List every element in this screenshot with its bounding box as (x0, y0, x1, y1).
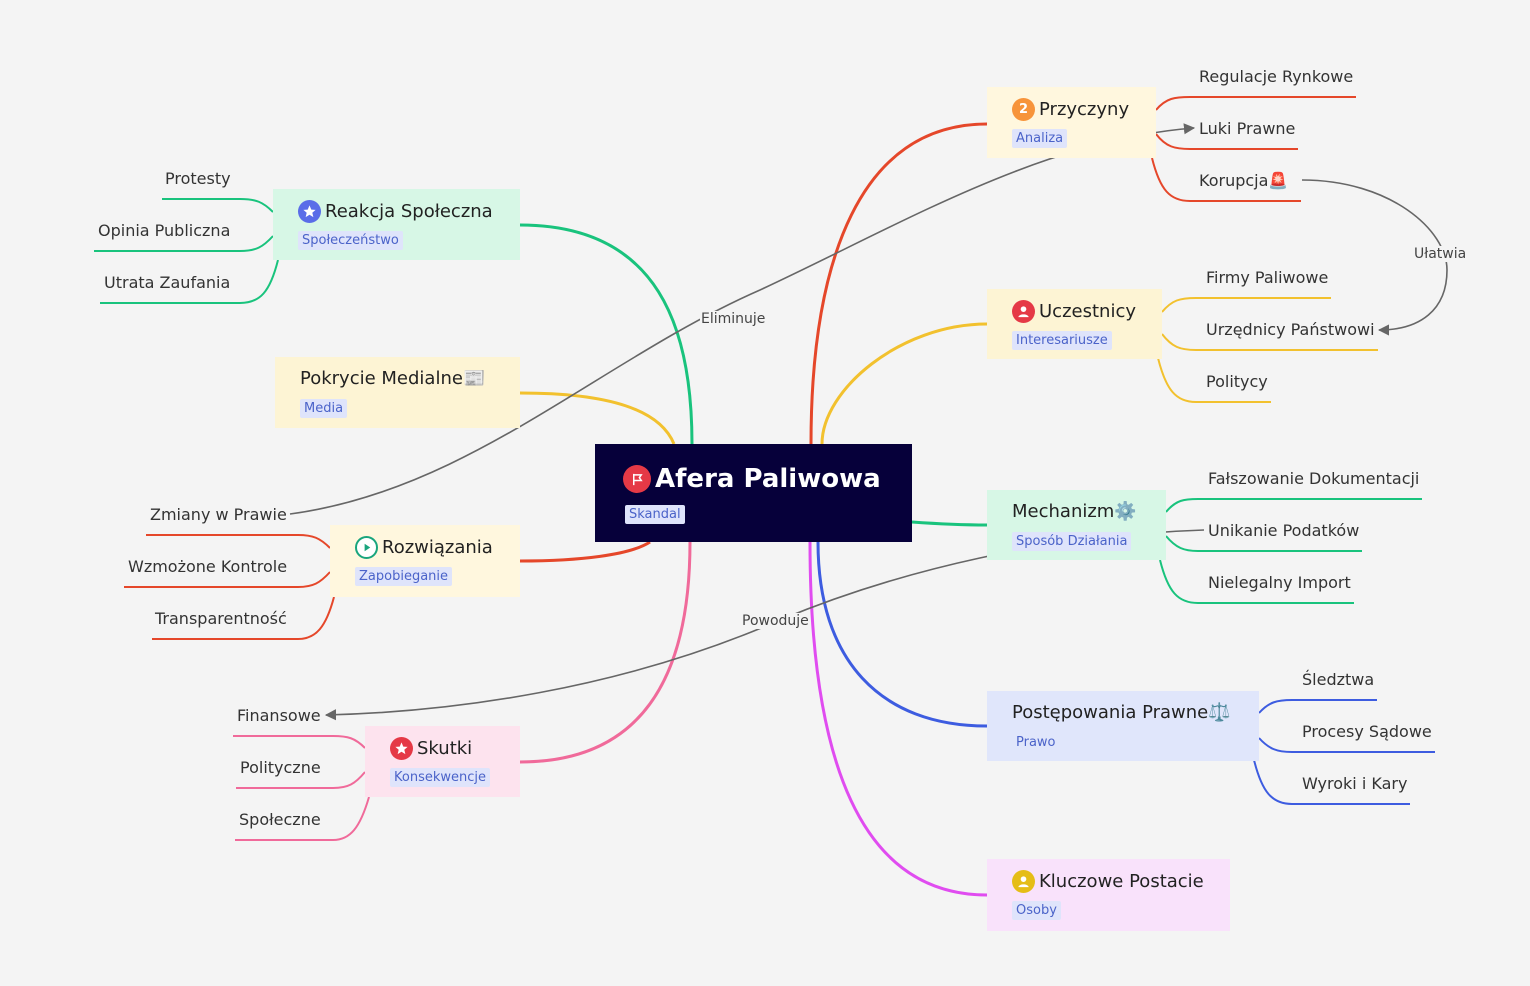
person-icon (1012, 300, 1035, 323)
number-2-icon: 2 (1012, 98, 1035, 121)
relation-eliminuje (289, 123, 1196, 515)
edge-root-przyczyny (809, 122, 988, 445)
root-node[interactable]: Afera Paliwowa Skandal (595, 444, 912, 542)
person-icon (1012, 870, 1035, 893)
edge-root-reakcja (519, 223, 694, 445)
flag-icon (623, 465, 651, 493)
edge-root-pokrycie (519, 391, 676, 445)
branch-przyczyny[interactable]: 2 Przyczyny Analiza (987, 87, 1156, 158)
leaf-luki-prawne[interactable]: Luki Prawne (1199, 119, 1296, 138)
branch-postepowania-prawne[interactable]: Postępowania Prawne⚖️ Prawo (987, 691, 1259, 761)
play-icon (355, 536, 378, 559)
leaf-sledztwa[interactable]: Śledztwa (1302, 670, 1375, 689)
edge-root-kluczowe (808, 541, 988, 897)
root-badge: Skandal (625, 505, 685, 524)
relation-label-powoduje: Powoduje (741, 613, 810, 629)
leaf-korupcja[interactable]: Korupcja🚨 (1199, 171, 1289, 190)
leaf-politycy[interactable]: Politycy (1206, 372, 1268, 391)
leaf-finansowe[interactable]: Finansowe (237, 706, 321, 725)
edge-root-skutki (519, 541, 692, 764)
leaf-zmiany-w-prawie[interactable]: Zmiany w Prawie (150, 505, 287, 524)
leaf-spoleczne[interactable]: Społeczne (239, 810, 321, 829)
branch-mechanizm[interactable]: Mechanizm⚙️ Sposób Działania (987, 490, 1166, 560)
leaf-urzednicy-panstwowi[interactable]: Urzędnicy Państwowi (1206, 320, 1375, 339)
leaf-unikanie-podatkow[interactable]: Unikanie Podatków (1208, 521, 1360, 540)
star-icon (298, 200, 321, 223)
leaf-regulacje-rynkowe[interactable]: Regulacje Rynkowe (1199, 67, 1354, 86)
branch-rozwiazania[interactable]: Rozwiązania Zapobieganie (330, 525, 520, 597)
leaf-firmy-paliwowe[interactable]: Firmy Paliwowe (1206, 268, 1329, 287)
leaf-procesy-sadowe[interactable]: Procesy Sądowe (1302, 722, 1432, 741)
edge-root-uczestnicy (820, 322, 988, 445)
leaf-protesty[interactable]: Protesty (165, 169, 231, 188)
edge-root-mechanizm (911, 520, 988, 527)
star-icon (390, 737, 413, 760)
leaf-wzmozone-kontrole[interactable]: Wzmożone Kontrole (128, 557, 288, 576)
leaf-wyroki-i-kary[interactable]: Wyroki i Kary (1302, 774, 1408, 793)
edge-root-postepowania (816, 541, 988, 728)
branch-reakcja-spoleczna[interactable]: Reakcja Społeczna Społeczeństwo (273, 189, 520, 260)
leaf-utrata-zaufania[interactable]: Utrata Zaufania (104, 273, 231, 292)
branch-kluczowe-postacie[interactable]: Kluczowe Postacie Osoby (987, 859, 1230, 931)
leaf-transparentnosc[interactable]: Transparentność (155, 609, 287, 628)
leaf-polityczne[interactable]: Polityczne (240, 758, 321, 777)
relation-label-eliminuje: Eliminuje (700, 311, 767, 327)
branch-skutki[interactable]: Skutki Konsekwencje (365, 726, 520, 797)
root-title: Afera Paliwowa (655, 464, 881, 494)
leaf-nielegalny-import[interactable]: Nielegalny Import (1208, 573, 1351, 592)
relation-label-ulatwia: Ułatwia (1413, 246, 1468, 262)
edge-root-rozwiazania (519, 540, 651, 563)
leaf-opinia-publiczna[interactable]: Opinia Publiczna (98, 221, 231, 240)
leaf-falszowanie-dokumentacji[interactable]: Fałszowanie Dokumentacji (1208, 469, 1420, 488)
branch-uczestnicy[interactable]: Uczestnicy Interesariusze (987, 289, 1162, 359)
branch-pokrycie-medialne[interactable]: Pokrycie Medialne📰 Media (275, 357, 520, 428)
